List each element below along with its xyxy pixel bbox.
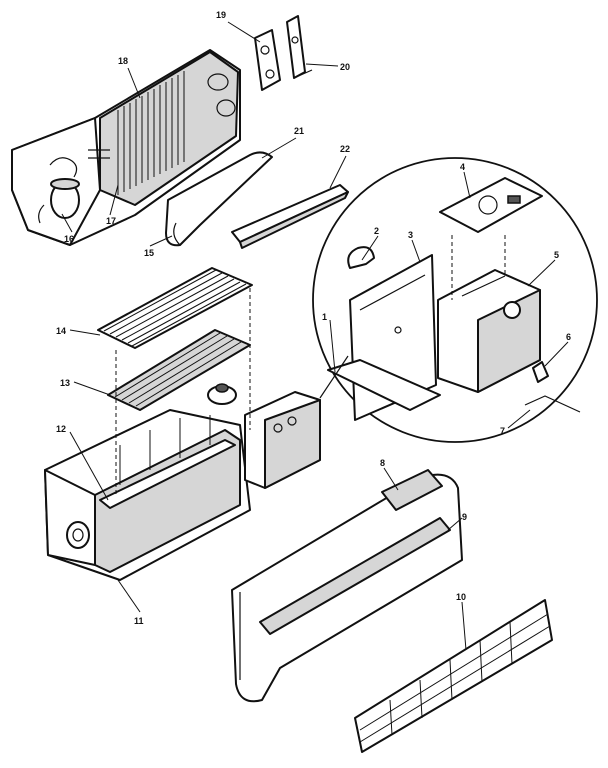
chassis-evaporator-assembly <box>11 49 241 246</box>
air-vent-8 <box>381 469 443 511</box>
callout-15: 15 <box>144 248 154 258</box>
leader-lines <box>61 21 569 651</box>
callout-19: 19 <box>216 10 226 20</box>
filter-screen-13 <box>107 329 251 411</box>
louver-grille-14 <box>97 267 253 349</box>
callout-12: 12 <box>56 424 66 434</box>
callout-labels: 18 19 20 21 22 17 16 15 14 13 12 11 1 2 … <box>56 10 571 626</box>
callout-18: 18 <box>118 56 128 66</box>
callout-7: 7 <box>500 426 505 436</box>
control-detail-inset <box>312 157 598 443</box>
callout-22: 22 <box>340 144 350 154</box>
callout-13: 13 <box>60 378 70 388</box>
callout-6: 6 <box>566 332 571 342</box>
bracket-20 <box>286 15 313 79</box>
callout-20: 20 <box>340 62 350 72</box>
lower-grille-10 <box>354 599 553 753</box>
callout-4: 4 <box>460 162 465 172</box>
callout-3: 3 <box>408 230 413 240</box>
callout-9: 9 <box>462 512 467 522</box>
cabinet-assembly <box>44 383 321 581</box>
callout-5: 5 <box>554 250 559 260</box>
rail-22 <box>231 184 349 249</box>
curved-panel-21 <box>165 151 273 247</box>
callout-21: 21 <box>294 126 304 136</box>
callout-1: 1 <box>322 312 327 322</box>
callout-8: 8 <box>380 458 385 468</box>
callout-2: 2 <box>374 226 379 236</box>
front-cover-9 <box>231 473 463 703</box>
callout-14: 14 <box>56 326 66 336</box>
callout-17: 17 <box>106 216 116 226</box>
callout-16: 16 <box>64 234 74 244</box>
bracket-19 <box>254 29 281 91</box>
callout-11: 11 <box>134 616 144 626</box>
callout-10: 10 <box>456 592 466 602</box>
